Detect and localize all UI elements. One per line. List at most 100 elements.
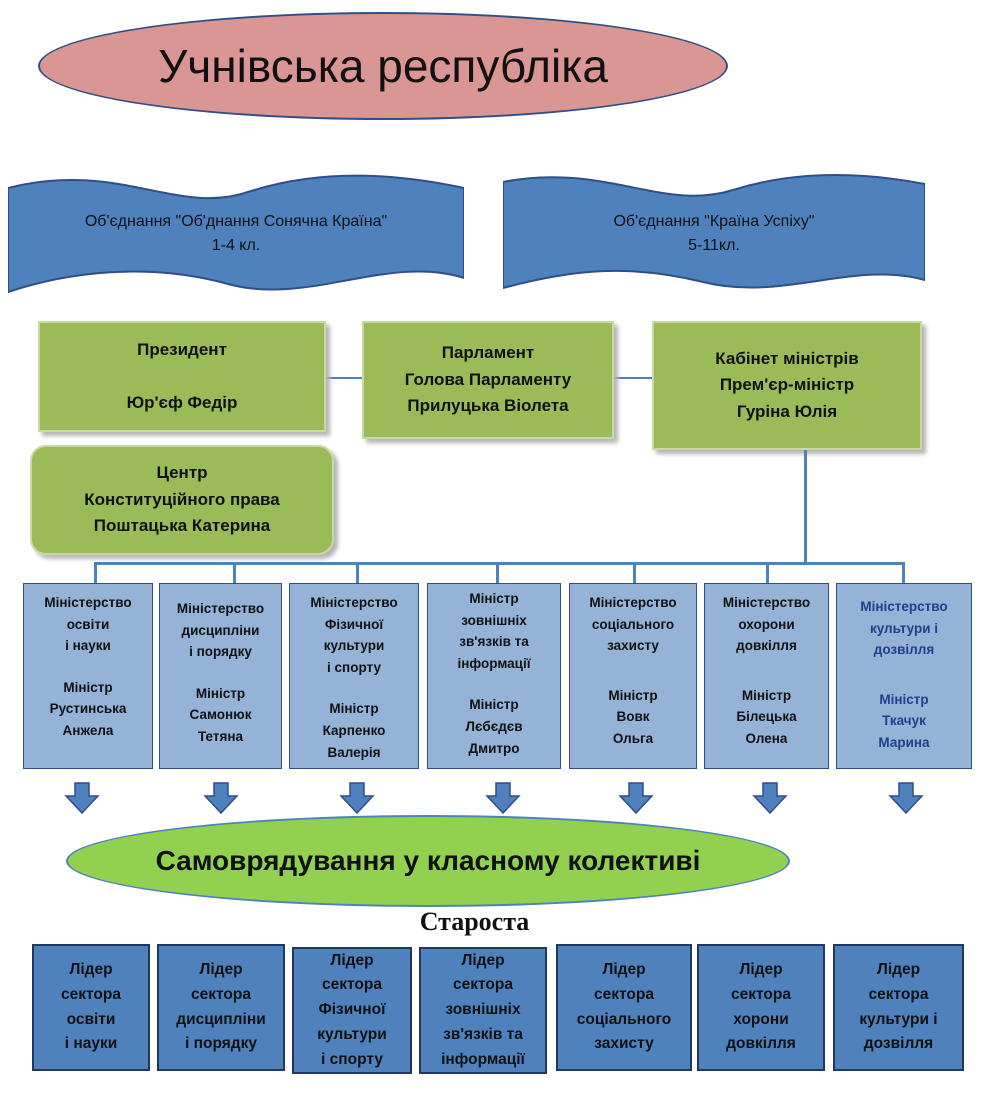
cabinet-name: Гуріна Юлія bbox=[736, 401, 838, 421]
minister-name: Білецька bbox=[736, 709, 797, 725]
leader-line: інформації bbox=[441, 1050, 525, 1068]
title-ellipse: Учнівська республіка bbox=[38, 12, 728, 120]
leader-line: сектора bbox=[453, 976, 513, 994]
ministry-box: Міністерство освіти і науки Міністр Руст… bbox=[23, 583, 153, 769]
ministry-title: і спорту bbox=[327, 659, 381, 675]
connector-president-parliament bbox=[326, 377, 362, 379]
connector-ministry-drop bbox=[766, 562, 769, 583]
leader-line: захисту bbox=[594, 1035, 654, 1053]
arrow-down-icon bbox=[485, 782, 521, 814]
leader-line: освіти bbox=[66, 1010, 116, 1028]
ministry-title: і порядку bbox=[189, 644, 252, 660]
association-grades: 5-11кл. bbox=[688, 237, 740, 254]
minister-name: Самонюк bbox=[189, 707, 252, 723]
ministry-title: Міністерство bbox=[589, 595, 677, 610]
minister-name: Рустинська bbox=[49, 701, 127, 717]
leader-line: Лідер bbox=[602, 960, 646, 978]
cabinet-role: Кабінет міністрів bbox=[715, 348, 859, 368]
ministry-title: інформації bbox=[457, 655, 531, 671]
minister-name: Дмитро bbox=[468, 740, 520, 756]
center-line1: Центр bbox=[156, 463, 208, 483]
constitutional-center-box: Центр Конституційного права Поштацька Ка… bbox=[30, 445, 334, 555]
ministry-title: дозвілля bbox=[873, 642, 935, 658]
leader-line: дозвілля bbox=[863, 1035, 934, 1053]
leader-line: сектора bbox=[868, 985, 929, 1003]
leader-line: Лідер bbox=[876, 960, 921, 978]
self-government-ellipse: Самоврядування у класному колективі bbox=[66, 815, 790, 907]
leader-line: Лідер bbox=[739, 960, 783, 978]
minister-label: Міністр bbox=[879, 691, 929, 707]
arrow-down-icon bbox=[888, 782, 924, 814]
ministry-title: культури і bbox=[869, 620, 939, 636]
leader-line: сектора bbox=[322, 976, 382, 994]
cabinet-subrole: Прем'єр-міністр bbox=[719, 375, 855, 395]
minister-label: Міністр bbox=[469, 697, 519, 713]
starosta-label: Староста bbox=[419, 907, 530, 936]
self-government-title: Самоврядування у класному колективі bbox=[155, 845, 701, 876]
leader-box: Лідер сектора культури і дозвілля bbox=[833, 944, 964, 1071]
association-banner-left: Об'єднання "Об'днання Сонячна Країна" 1-… bbox=[8, 170, 464, 298]
parliament-role: Парламент bbox=[441, 343, 535, 363]
minister-name: Лєбєдєв bbox=[465, 718, 523, 734]
minister-name: Ольга bbox=[612, 730, 654, 746]
ministry-box: Міністерство дисципліни і порядку Мініст… bbox=[159, 583, 282, 769]
cabinet-box: Кабінет міністрів Прем'єр-міністр Гуріна… bbox=[652, 321, 922, 450]
leader-box: Лідер сектора зовнішніх зв'язків та інфо… bbox=[419, 947, 547, 1074]
minister-name: Олена bbox=[745, 730, 788, 746]
leader-line: сектора bbox=[594, 985, 654, 1003]
connector-ministries-horizontal bbox=[94, 562, 904, 565]
association-name: Об'єднання "Країна Успіху" bbox=[613, 213, 815, 230]
arrow-down-icon bbox=[618, 782, 654, 814]
minister-name: Марина bbox=[878, 734, 930, 750]
leader-line: дисципліни bbox=[176, 1010, 266, 1028]
arrow-down-icon bbox=[64, 782, 100, 814]
leader-line: і спорту bbox=[321, 1050, 383, 1068]
ministry-box: Міністерство культури і дозвілля Міністр… bbox=[836, 583, 972, 769]
leader-line: культури bbox=[317, 1025, 387, 1043]
leader-line: соціального bbox=[576, 1010, 672, 1028]
ministry-title: дисципліни bbox=[181, 622, 260, 638]
connector-parliament-cabinet bbox=[614, 377, 652, 379]
leader-box: Лідер сектора освіти і науки bbox=[32, 944, 150, 1071]
leader-line: зовнішніх bbox=[445, 1001, 521, 1019]
president-role: Президент bbox=[137, 339, 227, 359]
ministry-title: зв'язків та bbox=[459, 634, 529, 650]
connector-ministry-drop bbox=[633, 562, 636, 583]
leader-box: Лідер сектора Фізичної культури і спорту bbox=[292, 947, 412, 1074]
president-box: Президент Юр'єф Федір bbox=[38, 321, 326, 432]
minister-label: Міністр bbox=[63, 679, 113, 695]
president-name: Юр'єф Федір bbox=[126, 393, 238, 412]
leader-line: Лідер bbox=[330, 951, 374, 969]
association-banner-right: Об'єднання "Країна Успіху" 5-11кл. bbox=[503, 170, 925, 298]
leader-line: і порядку bbox=[185, 1035, 257, 1053]
association-text-left: Об'єднання "Об'днання Сонячна Країна" 1-… bbox=[8, 170, 464, 298]
minister-label: Міністр bbox=[195, 685, 246, 701]
ministry-title: культури bbox=[323, 638, 385, 654]
ministry-box: Міністерство охорони довкілля Міністр Бі… bbox=[704, 583, 829, 769]
minister-name: Тетяна bbox=[197, 728, 244, 744]
association-name: Об'єднання "Об'днання Сонячна Країна" bbox=[84, 213, 388, 230]
association-grades: 1-4 кл. bbox=[211, 237, 261, 254]
banner-wave-shape bbox=[8, 174, 464, 294]
ministry-title: Міністерство bbox=[310, 595, 398, 610]
parliament-box: Парламент Голова Парламенту Прилуцька Ві… bbox=[362, 321, 614, 439]
arrow-down-icon bbox=[203, 782, 239, 814]
arrow-down-icon bbox=[752, 782, 788, 814]
leader-line: довкілля bbox=[726, 1035, 796, 1053]
minister-name: Ткачук bbox=[882, 713, 926, 729]
center-name: Поштацька Катерина bbox=[93, 516, 271, 536]
ministry-title: Міністерство bbox=[722, 595, 811, 610]
connector-ministry-drop bbox=[902, 562, 905, 583]
leader-line: Лідер bbox=[199, 960, 243, 978]
ministry-title: соціального bbox=[591, 616, 675, 632]
ministry-title: Міністр bbox=[469, 591, 519, 606]
connector-ministry-drop bbox=[496, 562, 499, 583]
parliament-subrole: Голова Парламенту bbox=[404, 369, 572, 389]
ministry-title: освіти bbox=[66, 616, 110, 632]
leader-line: сектора bbox=[191, 985, 251, 1003]
minister-label: Міністр bbox=[329, 701, 379, 717]
leader-line: хорони bbox=[733, 1010, 789, 1028]
connector-cabinet-down bbox=[804, 450, 807, 563]
ministry-title: Міністерство bbox=[176, 601, 265, 616]
minister-label: Міністр bbox=[608, 687, 658, 703]
